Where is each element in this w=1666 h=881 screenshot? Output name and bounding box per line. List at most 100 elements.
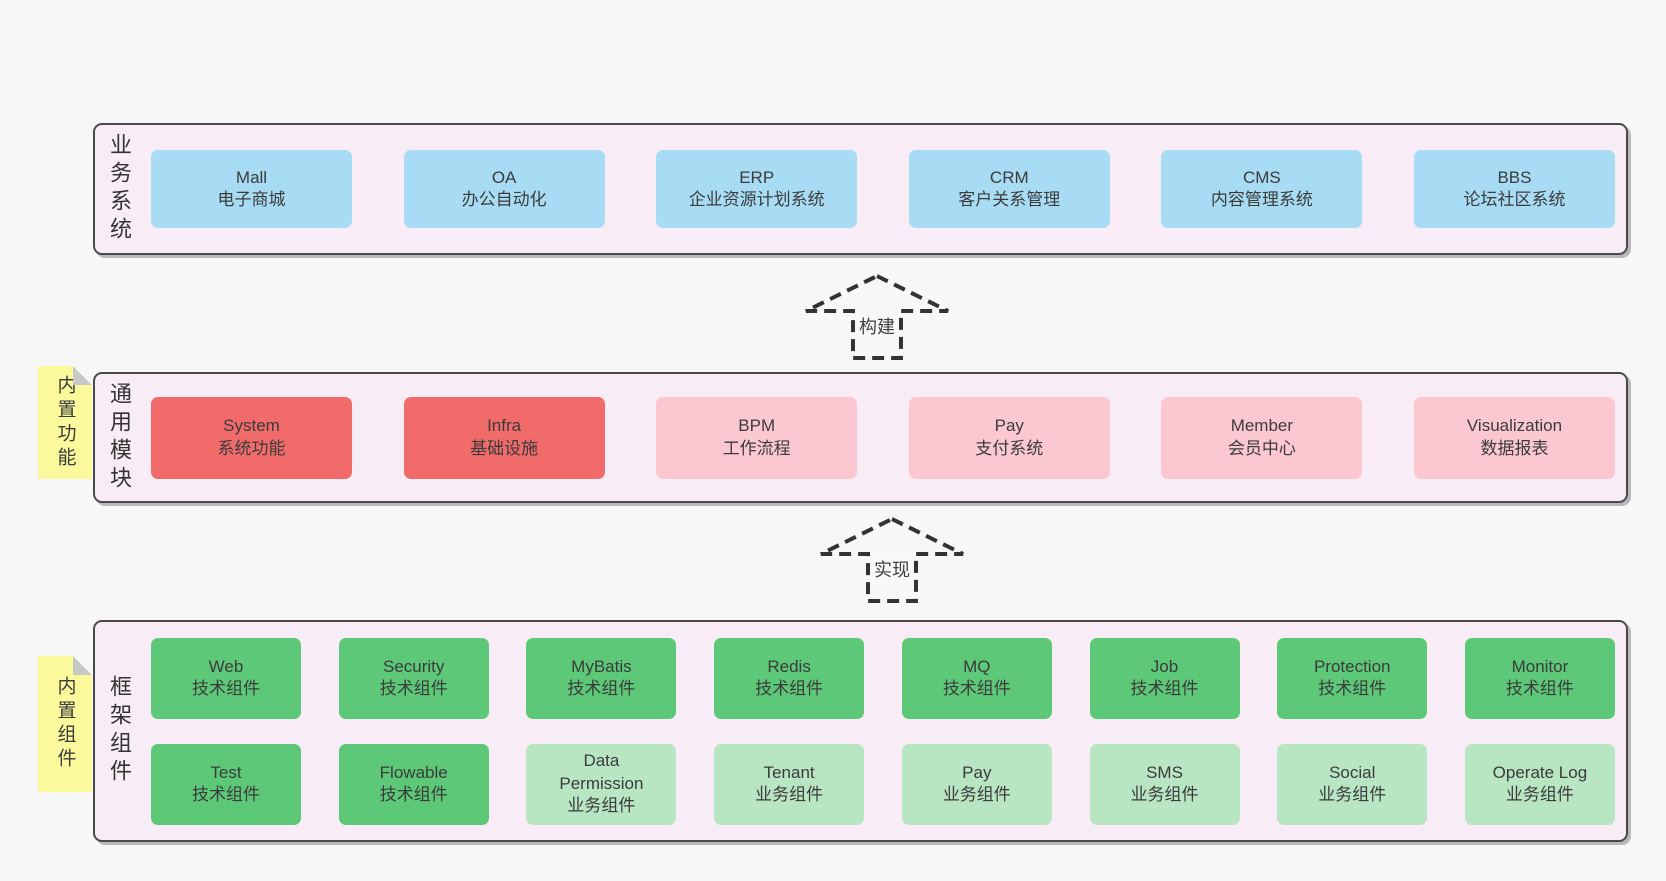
module-title: Mall — [235, 167, 268, 187]
component-data-permission: Data Permission 业务组件 — [526, 743, 677, 825]
component-flowable: Flowable 技术组件 — [338, 743, 489, 825]
component-title: SMS — [1146, 762, 1183, 782]
module-system: System 系统功能 — [151, 396, 352, 479]
dashed-up-arrow-icon — [820, 516, 964, 603]
component-web: Web 技术组件 — [151, 637, 301, 719]
component-subtitle: 技术组件 — [1505, 679, 1574, 698]
module-subtitle: 工作流程 — [722, 438, 791, 458]
component-subtitle: 业务组件 — [567, 796, 636, 816]
module-member: Member 会员中心 — [1161, 396, 1363, 479]
band-common-modules: 通用模块 System 系统功能 Infra 基础设施 BPM 工作流程 Pay… — [93, 372, 1628, 503]
component-job: Job 技术组件 — [1089, 637, 1240, 719]
component-subtitle: 业务组件 — [942, 785, 1011, 804]
module-subtitle: 企业资源计划系统 — [688, 190, 825, 209]
module-title: CMS — [1242, 167, 1281, 187]
component-subtitle: 技术组件 — [379, 785, 448, 804]
component-operate-log: Operate Log 业务组件 — [1464, 743, 1615, 825]
component-subtitle: 业务组件 — [1318, 785, 1387, 804]
module-title: Pay — [994, 416, 1024, 436]
module-crm: CRM 客户关系管理 — [908, 150, 1110, 228]
component-title: MQ — [963, 656, 991, 676]
component-redis: Redis 技术组件 — [714, 637, 865, 719]
module-subtitle: 客户关系管理 — [958, 190, 1061, 209]
component-title: Monitor — [1511, 656, 1569, 676]
module-erp: ERP 企业资源计划系统 — [656, 150, 858, 228]
component-subtitle: 业务组件 — [755, 785, 824, 804]
component-mq: MQ 技术组件 — [901, 637, 1052, 719]
module-subtitle: 办公自动化 — [461, 190, 547, 209]
component-subtitle: 技术组件 — [1130, 679, 1199, 698]
sticky-note-builtin-components-label: 内置组件 — [54, 676, 76, 772]
component-subtitle: 技术组件 — [942, 679, 1011, 698]
band-business-systems: 业务系统 Mall 电子商城 OA 办公自动化 ERP 企业资源计划系统 CRM… — [93, 123, 1628, 255]
component-test: Test 技术组件 — [151, 743, 301, 825]
module-subtitle: 电子商城 — [217, 190, 286, 209]
module-title: ERP — [739, 167, 775, 187]
band-label-framework-components: 框架组件 — [107, 675, 132, 787]
component-subtitle: 业务组件 — [1130, 785, 1199, 804]
module-subtitle: 数据报表 — [1480, 438, 1549, 458]
module-pay: Pay 支付系统 — [908, 396, 1110, 479]
framework-components-row-2: Test 技术组件 Flowable 技术组件 Data Permission … — [151, 743, 1615, 825]
component-sms: SMS 业务组件 — [1089, 743, 1240, 825]
component-title: Tenant — [763, 762, 815, 782]
module-title: CRM — [989, 167, 1029, 187]
component-title: Data Permission — [559, 751, 644, 793]
framework-components-rows: Web 技术组件 Security 技术组件 MyBatis 技术组件 Redi… — [151, 622, 1615, 840]
module-subtitle: 系统功能 — [217, 438, 286, 458]
component-title: Job — [1150, 656, 1179, 676]
component-title: Flowable — [379, 762, 448, 782]
component-protection: Protection 技术组件 — [1277, 637, 1428, 719]
module-bbs: BBS 论坛社区系统 — [1413, 150, 1615, 228]
band-label-business-systems: 业务系统 — [107, 133, 132, 245]
module-title: Member — [1230, 416, 1294, 436]
module-visualization: Visualization 数据报表 — [1413, 396, 1615, 479]
component-subtitle: 技术组件 — [567, 679, 636, 698]
arrow-build: 构建 — [803, 273, 951, 361]
component-subtitle: 业务组件 — [1505, 785, 1574, 804]
dashed-up-arrow-icon — [805, 273, 949, 360]
component-subtitle: 技术组件 — [192, 679, 260, 698]
module-subtitle: 会员中心 — [1227, 438, 1296, 458]
component-security: Security 技术组件 — [338, 637, 489, 719]
component-subtitle: 技术组件 — [192, 785, 260, 804]
arrow-implement: 实现 — [818, 516, 966, 604]
folded-corner-icon — [73, 656, 92, 675]
component-title: Social — [1329, 762, 1376, 782]
module-title: BBS — [1497, 167, 1532, 187]
component-title: Pay — [962, 762, 992, 782]
arrow-build-label: 构建 — [856, 313, 898, 339]
module-title: BPM — [738, 416, 776, 436]
module-bpm: BPM 工作流程 — [656, 396, 858, 479]
component-subtitle: 技术组件 — [755, 679, 824, 698]
module-oa: OA 办公自动化 — [403, 150, 605, 228]
sticky-note-builtin-features: 内置功能 — [38, 366, 92, 479]
component-title: Web — [208, 656, 244, 676]
component-subtitle: 技术组件 — [379, 679, 448, 698]
framework-components-row-1: Web 技术组件 Security 技术组件 MyBatis 技术组件 Redi… — [151, 637, 1615, 719]
module-subtitle: 论坛社区系统 — [1463, 190, 1566, 209]
module-infra: Infra 基础设施 — [403, 396, 605, 479]
component-title: Protection — [1313, 656, 1391, 676]
arrow-implement-label: 实现 — [871, 556, 913, 582]
component-title: Redis — [767, 656, 811, 676]
module-title: OA — [491, 167, 517, 187]
module-title: Visualization — [1466, 416, 1563, 436]
module-subtitle: 内容管理系统 — [1210, 190, 1313, 209]
component-pay: Pay 业务组件 — [901, 743, 1052, 825]
component-monitor: Monitor 技术组件 — [1464, 637, 1615, 719]
module-mall: Mall 电子商城 — [151, 150, 352, 228]
business-systems-boxes: Mall 电子商城 OA 办公自动化 ERP 企业资源计划系统 CRM 客户关系… — [151, 125, 1615, 253]
module-title: System — [223, 416, 280, 436]
band-label-common-modules: 通用模块 — [107, 381, 132, 494]
component-subtitle: 技术组件 — [1318, 679, 1387, 698]
component-title: Test — [210, 762, 242, 782]
component-title: MyBatis — [571, 656, 632, 676]
band-framework-components: 框架组件 Web 技术组件 Security 技术组件 MyBatis 技术组件… — [93, 620, 1628, 842]
module-subtitle: 基础设施 — [470, 438, 539, 458]
module-title: Infra — [487, 416, 522, 436]
component-mybatis: MyBatis 技术组件 — [526, 637, 677, 719]
common-modules-boxes: System 系统功能 Infra 基础设施 BPM 工作流程 Pay 支付系统… — [151, 374, 1615, 501]
folded-corner-icon — [73, 366, 92, 385]
component-title: Operate Log — [1492, 762, 1588, 782]
